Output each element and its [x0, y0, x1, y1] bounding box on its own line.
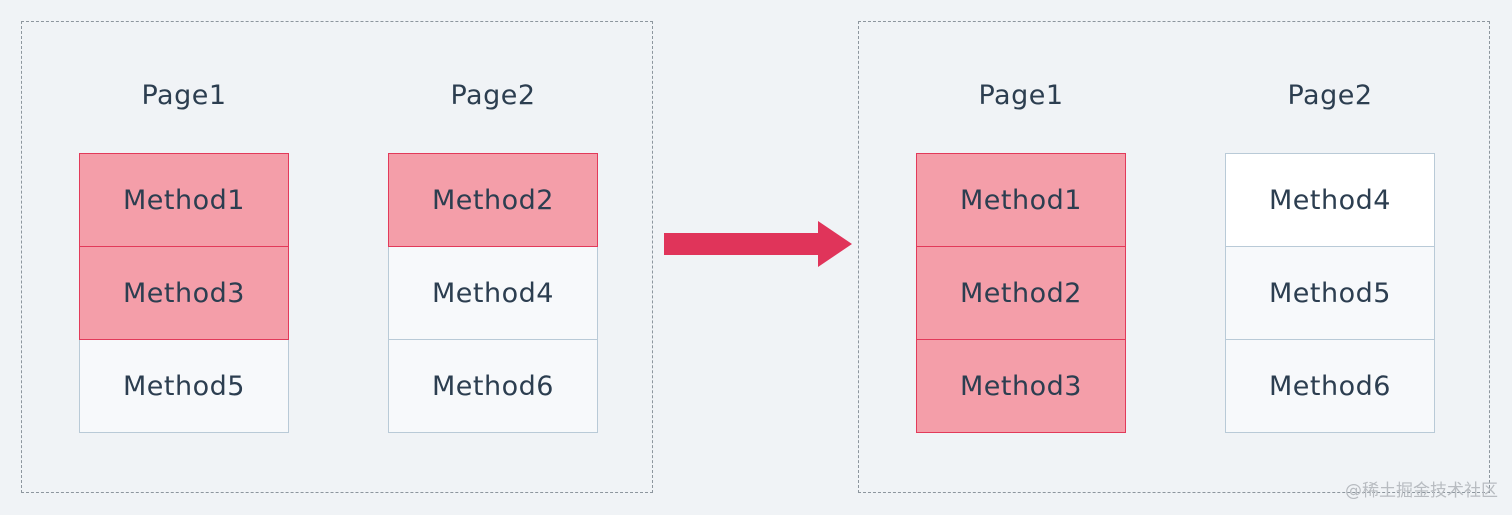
before-page1-stack: Method1 Method3 Method5 [79, 153, 289, 433]
after-page1-title: Page1 [978, 80, 1064, 111]
before-page1-title: Page1 [141, 80, 227, 111]
before-group: Page1 Method1 Method3 Method5 Page2 Meth… [21, 21, 653, 493]
after-page2-method-1: Method4 [1225, 153, 1435, 247]
after-group: Page1 Method1 Method2 Method3 Page2 Meth… [858, 21, 1490, 493]
before-page2-method-2: Method4 [388, 246, 598, 340]
before-page2-title: Page2 [450, 80, 536, 111]
before-page1-method-1: Method1 [79, 153, 289, 247]
after-page1-method-2: Method2 [916, 246, 1126, 340]
after-page2-method-2: Method5 [1225, 246, 1435, 340]
before-page2-method-3: Method6 [388, 339, 598, 433]
watermark: @稀土掘金技术社区 [1345, 481, 1498, 501]
after-page2-method-3: Method6 [1225, 339, 1435, 433]
before-page2-stack: Method2 Method4 Method6 [388, 153, 598, 433]
after-page2-title: Page2 [1287, 80, 1373, 111]
right-arrow-icon [664, 221, 852, 267]
after-page2-stack: Method4 Method5 Method6 [1225, 153, 1435, 433]
after-page1-stack: Method1 Method2 Method3 [916, 153, 1126, 433]
after-page1-method-3: Method3 [916, 339, 1126, 433]
before-page2-method-1: Method2 [388, 153, 598, 247]
before-page1-method-3: Method5 [79, 339, 289, 433]
before-page1-method-2: Method3 [79, 246, 289, 340]
after-page1-method-1: Method1 [916, 153, 1126, 247]
